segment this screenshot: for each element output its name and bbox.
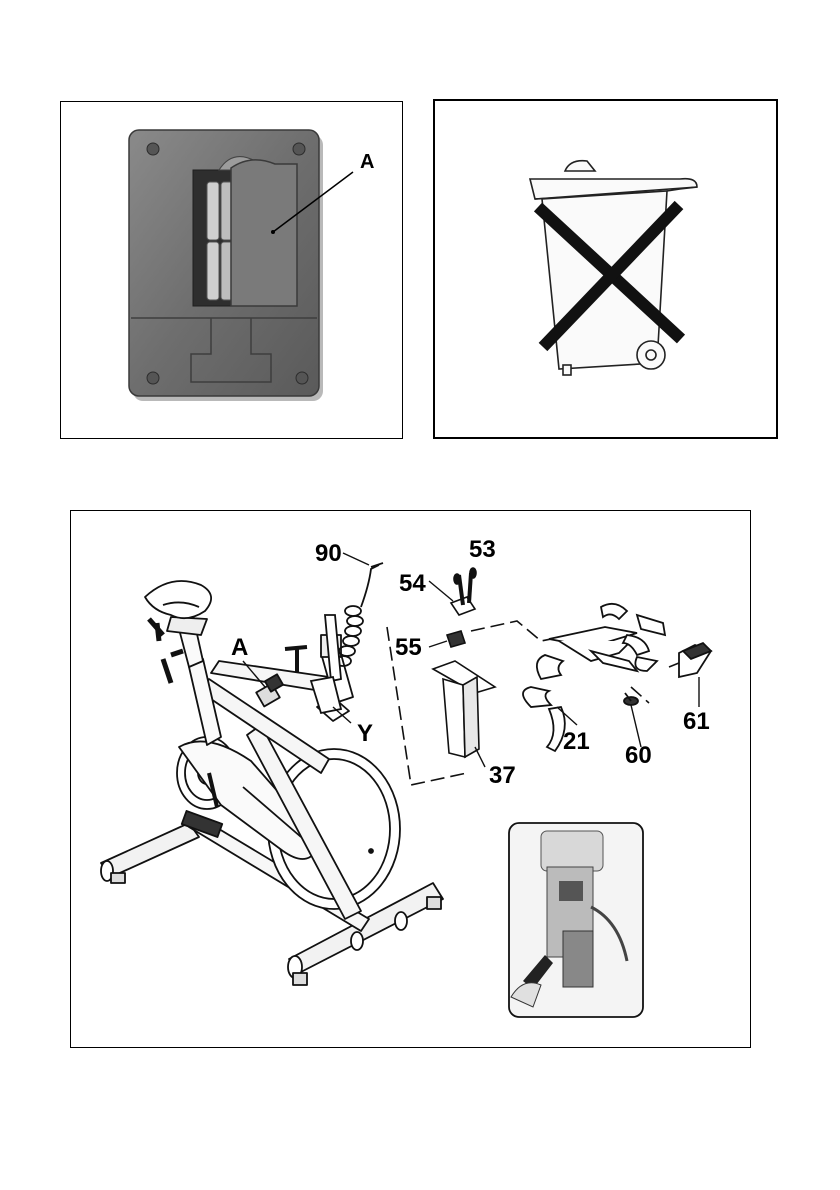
bike-illustration: 90 53 54 55 A Y 37 21 60 61: [71, 511, 750, 1047]
callout-a: A: [360, 151, 374, 173]
console-back-illustration: A: [61, 102, 402, 438]
callout-a-frame: A: [231, 634, 248, 661]
callout-60: 60: [625, 742, 652, 769]
callout-y: Y: [357, 720, 373, 747]
callout-54: 54: [399, 570, 426, 597]
callout-90: 90: [315, 540, 342, 567]
callout-53: 53: [469, 536, 496, 563]
battery-cover: [231, 160, 297, 306]
callout-61: 61: [683, 708, 710, 735]
crossed-bin-icon: [435, 101, 776, 437]
callout-55: 55: [395, 634, 422, 661]
battery-compartment-figure: A: [60, 101, 403, 439]
disposal-symbol-figure: [433, 99, 778, 439]
callout-21: 21: [563, 728, 590, 755]
bike-assembly-figure: 90 53 54 55 A Y 37 21 60 61: [70, 510, 751, 1048]
callout-37: 37: [489, 762, 516, 789]
